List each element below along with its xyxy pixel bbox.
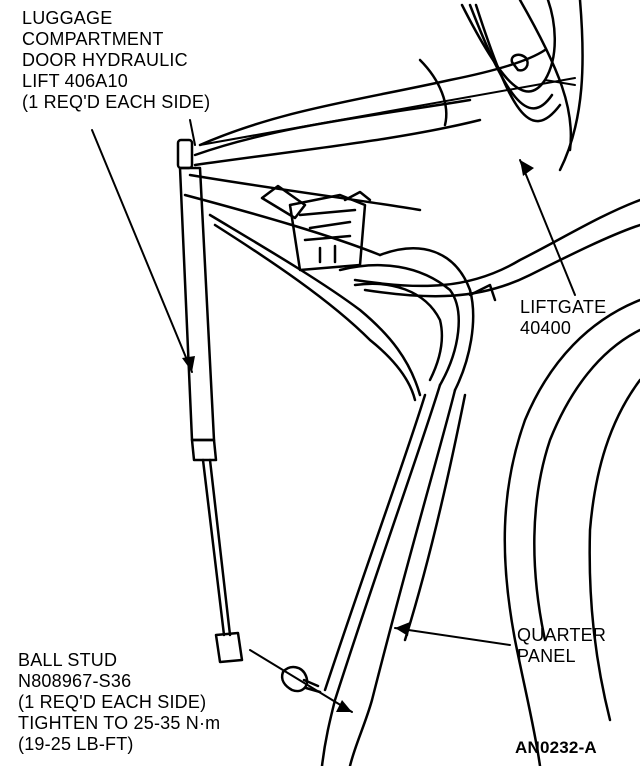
liftgate-label: LIFTGATE 40400 bbox=[520, 297, 606, 339]
label-line: LUGGAGE bbox=[22, 8, 113, 28]
liftgate-frame bbox=[183, 0, 584, 257]
label-line: N808967-S36 bbox=[18, 671, 132, 691]
quarter-panel-pillar bbox=[320, 383, 467, 766]
liftgate-side-rail bbox=[353, 198, 640, 302]
label-line: (19-25 LB-FT) bbox=[18, 734, 134, 754]
label-line: BALL STUD bbox=[18, 650, 118, 670]
label-line: LIFTGATE bbox=[520, 297, 607, 317]
figure-code: AN0232-A bbox=[515, 738, 597, 757]
hinge-bracket bbox=[260, 184, 372, 272]
hydraulic-lift-cylinder bbox=[176, 138, 244, 664]
liftgate-clip bbox=[510, 53, 529, 72]
leader-lines bbox=[91, 77, 576, 713]
label-line: COMPARTMENT bbox=[22, 29, 164, 49]
label-line: (1 REQ'D EACH SIDE) bbox=[22, 92, 211, 112]
label-line: PANEL bbox=[517, 646, 576, 666]
rear-body-panel bbox=[503, 298, 640, 766]
label-line: (1 REQ'D EACH SIDE) bbox=[18, 692, 207, 712]
ball-stud-label: BALL STUD N808967-S36 (1 REQ'D EACH SIDE… bbox=[18, 650, 220, 755]
arrowheads bbox=[182, 160, 534, 712]
label-line: QUARTER bbox=[517, 625, 607, 645]
label-line: LIFT 406A10 bbox=[22, 71, 128, 91]
label-line: TIGHTEN TO 25-35 N·m bbox=[18, 713, 221, 733]
quarter-panel-label: QUARTER PANEL bbox=[517, 625, 606, 667]
label-line: DOOR HYDRAULIC bbox=[22, 50, 188, 70]
hydraulic-lift-label: LUGGAGE COMPARTMENT DOOR HYDRAULIC LIFT … bbox=[22, 8, 210, 113]
body-opening bbox=[208, 213, 475, 402]
label-line: 40400 bbox=[520, 318, 572, 338]
